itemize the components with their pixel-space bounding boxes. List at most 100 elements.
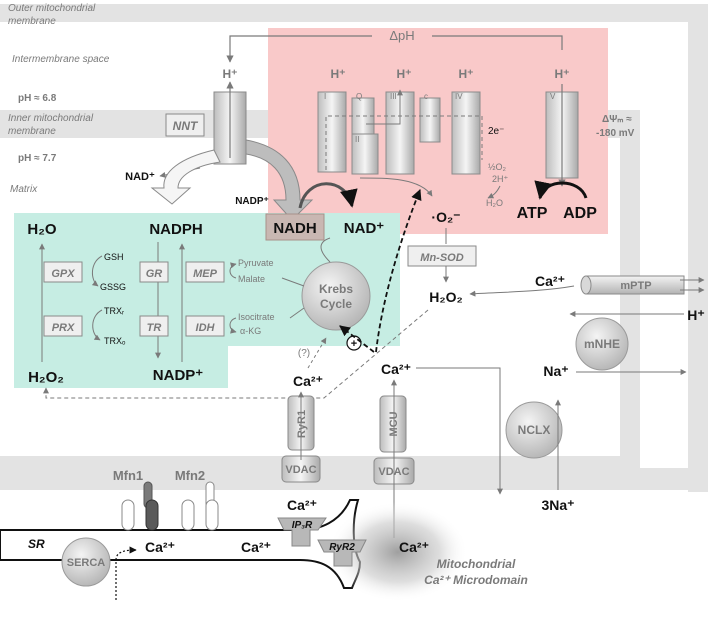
atp-label: ATP	[517, 205, 548, 222]
h2o2-left-label: H₂O₂	[28, 369, 64, 386]
plus-sign: +	[351, 338, 357, 350]
h-plus-nnt: H⁺	[223, 67, 238, 81]
adp-label: ADP	[563, 205, 597, 222]
calcium-microdomain	[328, 502, 468, 602]
trx-o-label: TRXₒ	[104, 336, 126, 346]
complex-iii-label: III	[390, 92, 397, 101]
ryr2-label: RyR2	[329, 542, 355, 553]
complex-i-cycle-arrow	[298, 182, 358, 209]
outer-membrane-label-2: membrane	[8, 16, 56, 27]
na-plus-label: Na⁺	[543, 363, 568, 379]
intermembrane-space-label: Intermembrane space	[12, 54, 110, 65]
delta-ph-bracket: ΔpH	[226, 28, 563, 63]
ip3r-label: IP₃R	[292, 520, 313, 531]
nadh-box	[265, 213, 325, 241]
akg-label: α-KG	[240, 326, 261, 336]
idh-box	[185, 315, 225, 337]
mnhe-exchanger	[575, 317, 629, 371]
ryr2-channel	[317, 539, 367, 567]
h-plus-complex-i: H⁺	[331, 67, 346, 81]
membrane-potential-label: ΔΨₘ ≈	[602, 114, 632, 125]
matrix-label: Matrix	[10, 184, 38, 195]
mep-label: MEP	[193, 268, 218, 280]
prx-label: PRX	[52, 322, 75, 334]
complex-iv-label: IV	[455, 92, 463, 101]
krebs-cycle	[301, 261, 371, 331]
complex-v-label: V	[550, 92, 556, 101]
pyruvate-label: Pyruvate	[238, 258, 274, 268]
ryr1-label: RyR1	[296, 410, 308, 438]
gsh-label: GSH	[104, 252, 124, 262]
trx-r-label: TRXᵣ	[104, 306, 124, 316]
mn-sod-label: Mn-SOD	[420, 252, 463, 264]
microdomain-label-2: Ca²⁺ Microdomain	[424, 573, 528, 587]
ca-ros-arrow	[375, 188, 422, 353]
complex-iv	[451, 91, 481, 175]
ca-microdomain-label: Ca²⁺	[399, 539, 429, 555]
complex-i-label: I	[324, 92, 326, 101]
mn-sod-box	[407, 245, 477, 267]
complex-i	[317, 91, 347, 173]
ph-matrix-label: pH ≈ 7.7	[18, 153, 57, 164]
membrane-potential-value: -180 mV	[596, 128, 635, 139]
mep-box	[185, 261, 225, 283]
nnt-transporter: NNT	[165, 81, 247, 165]
mfn1-sr	[121, 499, 135, 531]
atp-synthase: V ATP ADP	[517, 84, 597, 222]
mcu-channel	[379, 395, 407, 453]
ca-serca-label: Ca²⁺	[145, 539, 175, 555]
krebs-label-2: Cycle	[320, 297, 352, 311]
serca-pump	[61, 537, 111, 587]
tr-label: TR	[147, 322, 162, 334]
ip3r-channel	[277, 517, 327, 547]
mfn2-mito	[205, 499, 219, 531]
cytochrome-c-label: c	[424, 92, 428, 101]
complex-ii-label: II	[355, 135, 359, 144]
mptp-label: mPTP	[620, 280, 651, 292]
ca-ip3r-label: Ca²⁺	[287, 497, 317, 513]
question-label: (?)	[298, 348, 310, 359]
etc-complexes: I Q II III c IV 2e⁻ ½O₂ 2H⁺ H₂O	[317, 89, 509, 208]
ca-sr-middle-label: Ca²⁺	[241, 539, 271, 555]
nadph-label: NADPH	[149, 221, 202, 238]
inner-membrane-label: Inner mitochondrial	[8, 113, 94, 124]
mnhe-label: mNHE	[584, 337, 620, 351]
h-plus-right-label: H⁺	[687, 307, 705, 323]
mfn1-mito	[145, 499, 159, 531]
gr-label: GR	[146, 268, 163, 280]
delta-ph-label: ΔpH	[389, 28, 414, 43]
ph-ims-label: pH ≈ 6.8	[18, 93, 57, 104]
isocitrate-label: Isocitrate	[238, 312, 275, 322]
nadp-plus-small: NADP⁺	[235, 196, 269, 207]
mfn2-label: Mfn2	[175, 468, 205, 483]
nad-plus-label: NAD⁺	[344, 220, 384, 237]
ca-mcu-label: Ca²⁺	[381, 361, 411, 377]
gpx-box	[43, 261, 83, 283]
outer-membrane	[0, 4, 708, 492]
antioxidant-region	[14, 213, 400, 388]
nadh-label: NADH	[273, 220, 316, 237]
half-o2-label: ½O₂	[488, 162, 507, 172]
prx-box	[43, 315, 83, 337]
electron-label: 2e⁻	[488, 126, 504, 137]
nnt-box	[165, 113, 205, 137]
h2o-label: H₂O	[27, 221, 56, 238]
h2o2-diffusion-line	[43, 309, 429, 399]
nadp-plus-label: NADP⁺	[153, 367, 204, 384]
nnt-nadph-arrow	[150, 149, 221, 205]
cytochrome-c	[419, 97, 441, 143]
h-plus-complex-iii: H⁺	[397, 67, 412, 81]
complex-ii	[351, 133, 379, 175]
outer-membrane-label: Outer mitochondrial	[8, 3, 96, 14]
nclx-label: NCLX	[518, 423, 551, 437]
superoxide-label: ·O₂⁻	[431, 209, 460, 225]
h-plus-complex-iv: H⁺	[459, 67, 474, 81]
complex-q-label: Q	[356, 92, 362, 101]
vdac-left-label: VDAC	[285, 464, 316, 476]
microdomain-label-1: Mitochondrial	[437, 557, 516, 571]
malate-label: Malate	[238, 274, 265, 284]
ca-ryr1-label: Ca²⁺	[293, 373, 323, 389]
serca-label: SERCA	[67, 557, 106, 569]
